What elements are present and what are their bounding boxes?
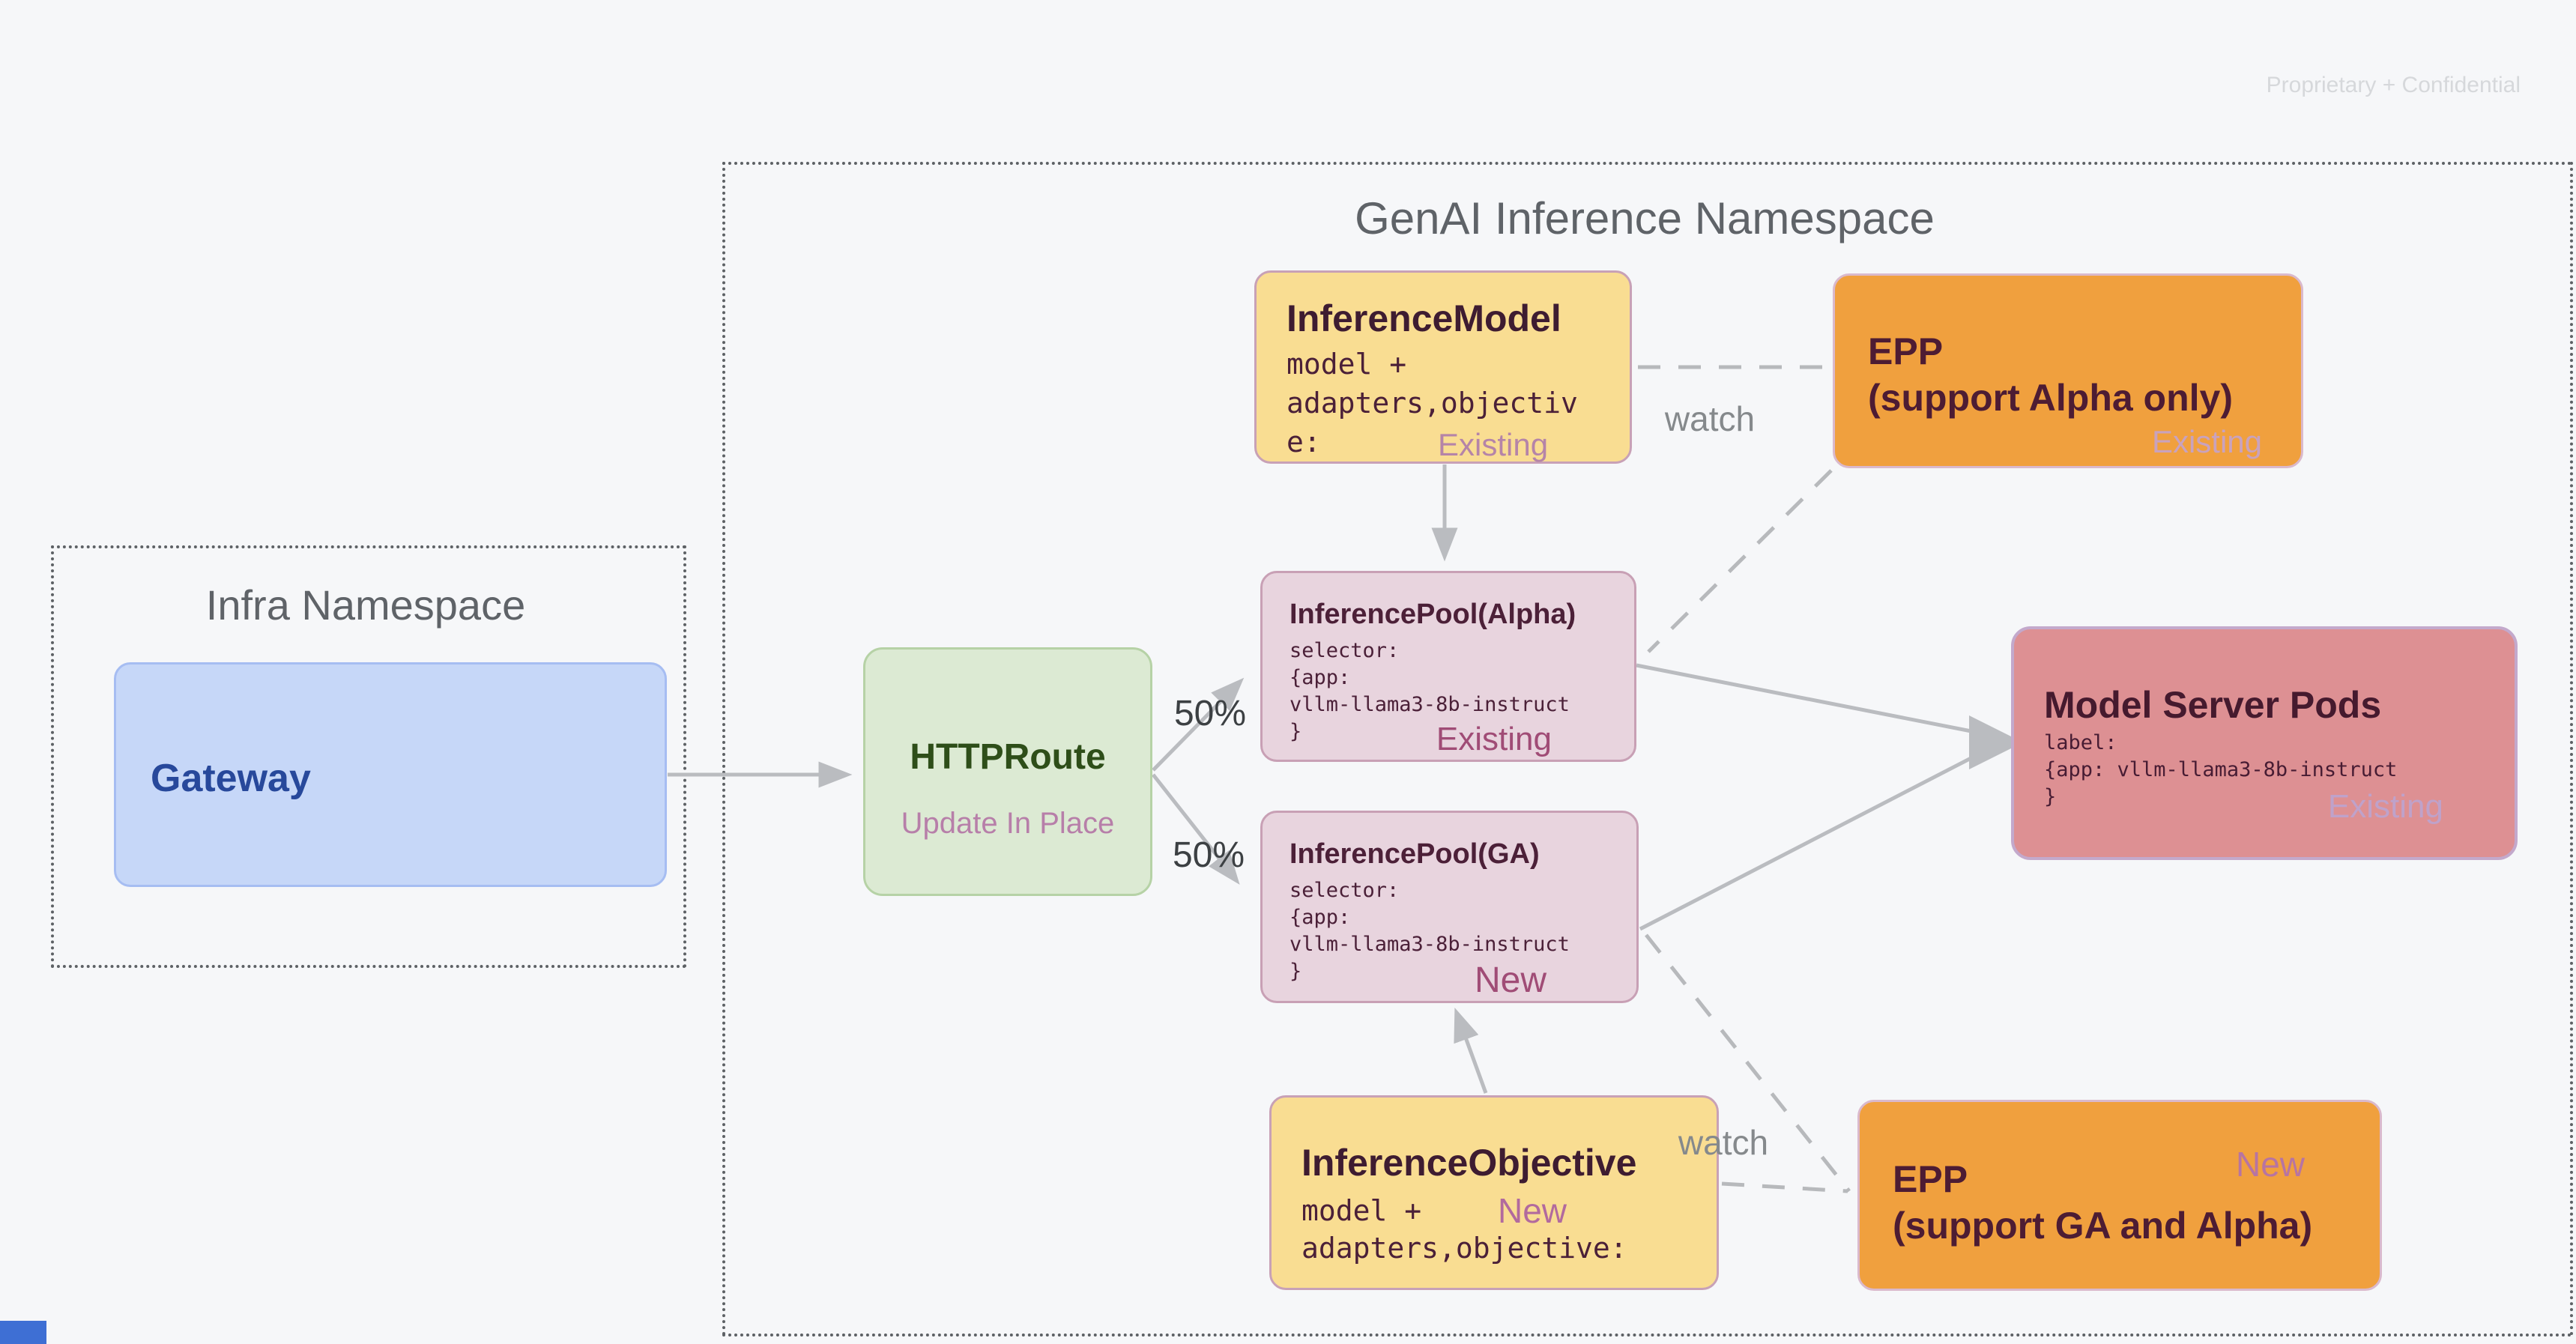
status-badge: New: [1498, 1191, 1567, 1230]
infra-namespace-title: Infra Namespace: [205, 581, 526, 629]
inference-pool-ga-node: InferencePool(GA) selector:{app:vllm-lla…: [1260, 811, 1639, 1003]
genai-namespace-box: [722, 162, 2573, 1337]
epp-alpha-title: EPP(support Alpha only): [1868, 330, 2233, 419]
edge-label-watch-bottom: watch: [1678, 1123, 1769, 1162]
confidential-watermark: Proprietary + Confidential: [2266, 73, 2521, 97]
slide-corner-bar: [0, 1321, 46, 1344]
model-server-pods-body: label:{app: vllm-llama3-8b-instruct}: [2044, 731, 2398, 808]
status-badge: Existing: [1436, 721, 1552, 757]
epp-alpha-node: EPP(support Alpha only) Existing: [1833, 273, 2303, 468]
epp-ga-node: EPP(support GA and Alpha) New: [1857, 1100, 2382, 1291]
inference-pool-alpha-title: InferencePool(Alpha): [1289, 599, 1576, 630]
status-badge: New: [1474, 960, 1546, 1000]
inference-pool-alpha-node: InferencePool(Alpha) selector:{app:vllm-…: [1260, 571, 1636, 762]
edge-label-watch-top: watch: [1664, 399, 1756, 438]
httproute-subtitle: Update In Place: [901, 807, 1115, 840]
status-badge: Existing: [2151, 424, 2262, 459]
model-server-pods-title: Model Server Pods: [2044, 684, 2382, 726]
inference-objective-title: InferenceObjective: [1301, 1142, 1637, 1184]
inference-pool-alpha-body: selector:{app:vllm-llama3-8b-instruct}: [1289, 639, 1570, 743]
inference-objective-body: model +adapters,objective:: [1301, 1194, 1627, 1265]
model-server-pods-node: Model Server Pods label:{app: vllm-llama…: [2011, 626, 2518, 860]
gateway-node: Gateway: [114, 662, 667, 887]
status-badge: New: [2235, 1145, 2305, 1184]
inference-objective-node: InferenceObjective model +adapters,objec…: [1269, 1095, 1719, 1290]
inference-pool-ga-body: selector:{app:vllm-llama3-8b-instruct}: [1289, 879, 1570, 983]
httproute-title: HTTPRoute: [910, 737, 1106, 777]
edge-label-split-bottom: 50%: [1172, 835, 1245, 875]
inference-model-title: InferenceModel: [1287, 297, 1561, 339]
httproute-node: HTTPRoute Update In Place: [863, 647, 1152, 896]
genai-namespace-title: GenAI Inference Namespace: [1355, 193, 1935, 243]
epp-ga-title: EPP(support GA and Alpha): [1893, 1158, 2313, 1247]
edge-label-split-top: 50%: [1173, 694, 1247, 733]
infra-namespace-box: [51, 545, 686, 968]
gateway-title: Gateway: [151, 757, 311, 800]
status-badge: Existing: [1438, 427, 1549, 462]
status-badge: Existing: [2327, 788, 2443, 825]
inference-pool-ga-title: InferencePool(GA): [1289, 838, 1540, 870]
